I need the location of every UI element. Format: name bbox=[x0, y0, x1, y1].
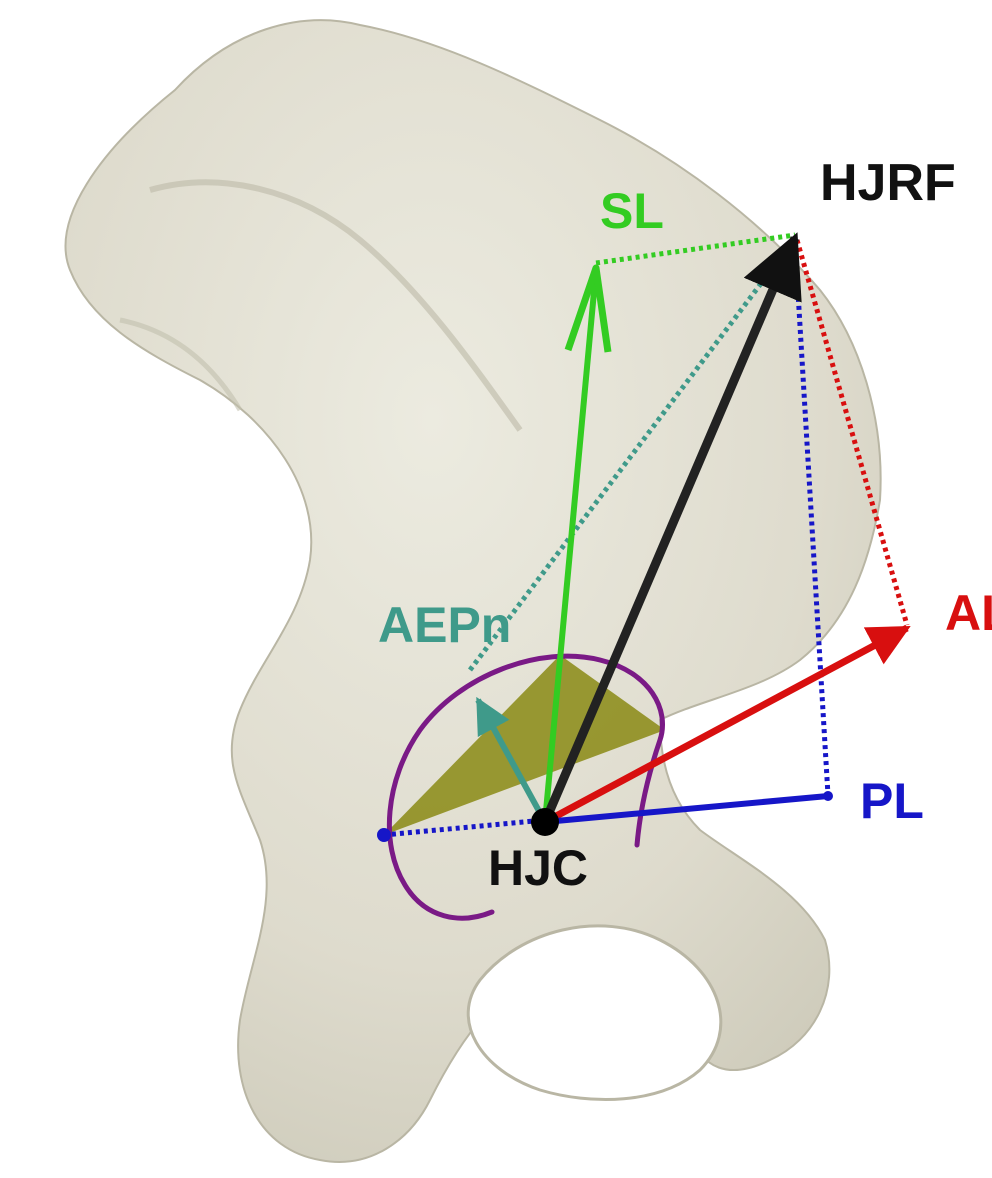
hjc-point bbox=[531, 808, 559, 836]
label-sl: SL bbox=[600, 183, 664, 239]
pl-end-point bbox=[823, 791, 833, 801]
left-rim-point bbox=[377, 828, 391, 842]
label-aepn: AEPn bbox=[378, 597, 511, 653]
label-hjrf: HJRF bbox=[820, 154, 956, 212]
label-al: AL bbox=[945, 585, 992, 641]
hip-bone bbox=[66, 20, 881, 1162]
label-pl: PL bbox=[860, 773, 924, 829]
label-hjc: HJC bbox=[488, 840, 588, 896]
